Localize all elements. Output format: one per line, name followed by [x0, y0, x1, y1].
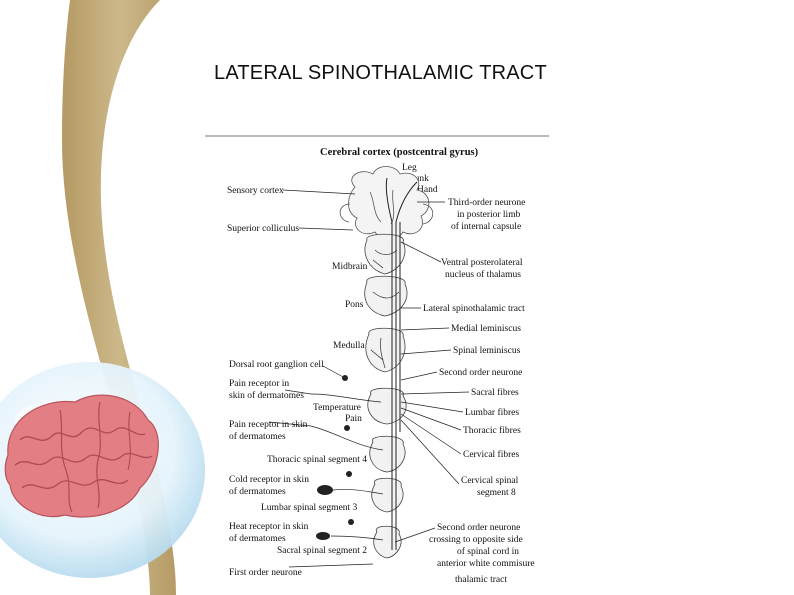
label-cold-receptor-b: of dermatomes	[229, 486, 286, 497]
diagram-header: Cerebral cortex (postcentral gyrus)	[320, 147, 479, 158]
label-second-order-cross-4: anterior white commisure	[437, 559, 535, 569]
label-sensory-cortex: Sensory cortex	[227, 186, 284, 196]
label-lumbar-fibres: Lumbar fibres	[465, 407, 519, 418]
label-cervical-fibres: Cervical fibres	[463, 449, 519, 460]
label-pain-receptor-2b: of dermatomes	[229, 431, 286, 442]
label-cold-receptor-a: Cold receptor in skin	[229, 475, 309, 485]
label-vpl-1: Ventral posterolateral	[441, 258, 523, 268]
receptor-fibres	[310, 393, 384, 541]
label-sacral-fibres: Sacral fibres	[471, 387, 519, 398]
label-cervical-segment-2: segment 8	[477, 488, 516, 498]
label-second-order-cross-1: Second order neurone	[437, 523, 520, 533]
ascending-tract-lines	[385, 177, 418, 550]
label-vpl-2: nucleus of thalamus	[445, 269, 521, 280]
receptor-symbols	[316, 375, 354, 540]
label-third-order-1: Third-order neurone	[448, 198, 525, 208]
label-leg: Leg	[402, 163, 417, 173]
slide-title: LATERAL SPINOTHALAMIC TRACT	[214, 62, 547, 84]
label-pain: Pain	[345, 414, 362, 424]
label-cervical-segment-1: Cervical spinal	[461, 476, 519, 486]
pons-section	[364, 275, 408, 317]
label-second-order-cross-2: crossing to opposite side	[429, 535, 523, 545]
label-heat-receptor-b: of dermatomes	[229, 533, 286, 544]
label-third-order-2: in posterior limb	[457, 210, 521, 220]
label-temperature: Temperature	[313, 403, 361, 413]
label-pons: Pons	[345, 300, 364, 310]
label-thoracic-segment: Thoracic spinal segment 4	[267, 455, 367, 465]
left-leader-lines	[268, 189, 384, 568]
label-lateral-spinothalamic: Lateral spinothalamic tract	[423, 304, 525, 314]
label-spinal-lemniscus: Spinal leminiscus	[453, 346, 521, 356]
label-second-order-cross-3: of spinal cord in	[457, 546, 519, 557]
brain-illustration	[4, 394, 159, 518]
cerebral-cortex-section	[339, 166, 434, 240]
label-lumbar-segment: Lumbar spinal segment 3	[261, 503, 358, 513]
label-thoracic-fibres: Thoracic fibres	[463, 425, 521, 436]
medulla-section	[365, 327, 406, 373]
label-sacral-segment: Sacral spinal segment 2	[277, 546, 367, 556]
label-second-order: Second order neurone	[439, 368, 522, 378]
label-superior-colliculus: Superior colliculus	[227, 224, 299, 234]
label-pain-receptor-2a: Pain receptor in skin	[229, 420, 308, 430]
label-dorsal-root-ganglion: Dorsal root ganglion cell	[229, 360, 324, 370]
label-heat-receptor-a: Heat receptor in skin	[229, 522, 309, 532]
midbrain-section	[364, 233, 406, 275]
right-leader-lines	[394, 201, 470, 543]
label-hand: Hand	[417, 185, 438, 195]
label-pain-receptor-1b: skin of dermatomes	[229, 390, 304, 401]
label-first-order-neurone: First order neurone	[229, 568, 302, 578]
caption-fragment: thalamic tract	[455, 575, 507, 584]
label-medial-lemniscus: Medial leminiscus	[451, 324, 521, 334]
label-midbrain: Midbrain	[332, 262, 368, 272]
label-medulla: Medulla	[333, 341, 365, 351]
label-pain-receptor-1a: Pain receptor in	[229, 379, 289, 389]
label-third-order-3: of internal capsule	[451, 221, 521, 232]
spinothalamic-diagram: Cerebral cortex (postcentral gyrus) Leg …	[205, 132, 549, 584]
diagram-svg: Cerebral cortex (postcentral gyrus) Leg …	[205, 135, 549, 584]
